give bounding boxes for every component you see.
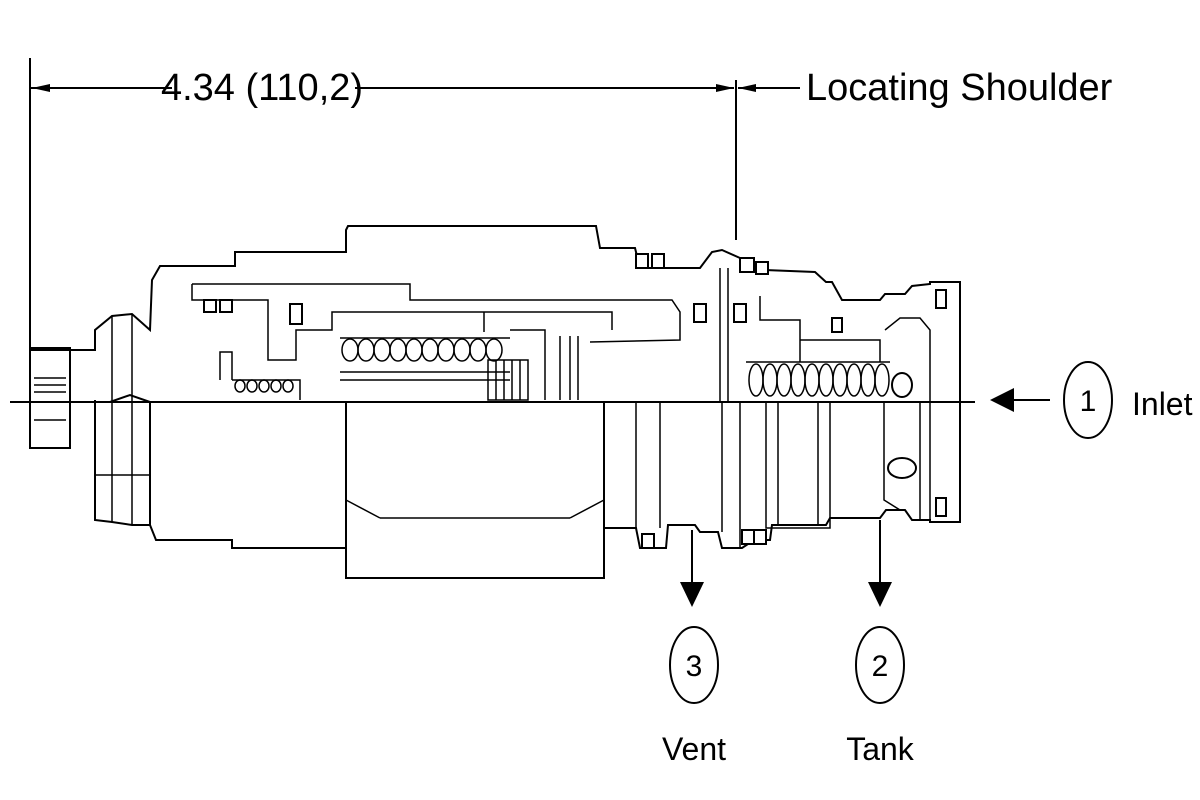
inlet-port-label: Inlet (1132, 386, 1193, 422)
poppet-guide (510, 329, 546, 400)
main-spring (340, 337, 510, 381)
seal-gland-left (219, 351, 233, 380)
port-tank: 2 Tank (846, 520, 915, 767)
poppet (487, 359, 529, 401)
o-ring (741, 529, 755, 545)
port-vent: 3 Vent (662, 530, 726, 767)
hex-body-left (232, 401, 347, 578)
vent-port-label: Vent (662, 731, 726, 767)
spool-body (765, 401, 831, 529)
spool-nose (830, 401, 901, 511)
vent-flow-arrow-head (680, 582, 704, 607)
o-ring (203, 299, 217, 313)
vent-port-circle (669, 626, 719, 704)
dimension-arrow-right (716, 84, 734, 92)
spool-cap (759, 296, 801, 362)
inlet-port-number: 1 (1080, 385, 1097, 418)
inlet-port-circle (1063, 361, 1113, 439)
poppet-housing (589, 299, 681, 343)
locating-shoulder-arrow (738, 84, 756, 92)
locating-shoulder-label: Locating Shoulder (806, 67, 1113, 109)
dimension-arrow-left (32, 84, 50, 92)
o-ring (219, 299, 233, 313)
inner-sleeve-step (191, 284, 613, 361)
o-ring (733, 303, 747, 323)
o-ring (753, 529, 767, 545)
valve-body (29, 225, 961, 579)
small-spring-left (234, 379, 294, 393)
locating-shoulder-callout: Locating Shoulder (738, 67, 1113, 109)
o-ring (651, 253, 665, 269)
o-ring (755, 261, 769, 275)
o-ring (289, 303, 303, 325)
tank-port-label: Tank (846, 731, 915, 767)
adjuster-end-cap (29, 347, 71, 449)
tank-port-number: 2 (872, 650, 889, 683)
dimension-label: 4.34 (110,2) (161, 67, 363, 109)
seal-gland-floor (232, 379, 301, 400)
inlet-port-hole (887, 457, 917, 479)
overall-length-dimension: 4.34 (110,2) (29, 58, 737, 345)
spool-spring (746, 361, 890, 397)
body-upper-outline (29, 225, 961, 579)
inner-sleeve-top (192, 283, 612, 301)
o-ring (635, 253, 649, 269)
inlet-flow-arrow-head (990, 388, 1014, 412)
o-ring (641, 533, 655, 549)
tank-flow-arrow-head (868, 582, 892, 607)
o-ring (831, 317, 843, 333)
hex-bevel (569, 499, 605, 519)
o-ring (739, 257, 755, 273)
o-ring (935, 497, 947, 517)
inlet-port-hole (891, 372, 913, 398)
tank-port-circle (855, 626, 905, 704)
port-inlet: 1 Inlet (990, 361, 1193, 439)
nose-fitting (884, 317, 931, 402)
vent-port-number: 3 (686, 650, 703, 683)
lock-nut-lower (95, 393, 151, 525)
o-ring (693, 303, 707, 323)
hex-bevel (345, 499, 381, 519)
spool-housing (800, 339, 881, 362)
o-ring (935, 289, 947, 309)
